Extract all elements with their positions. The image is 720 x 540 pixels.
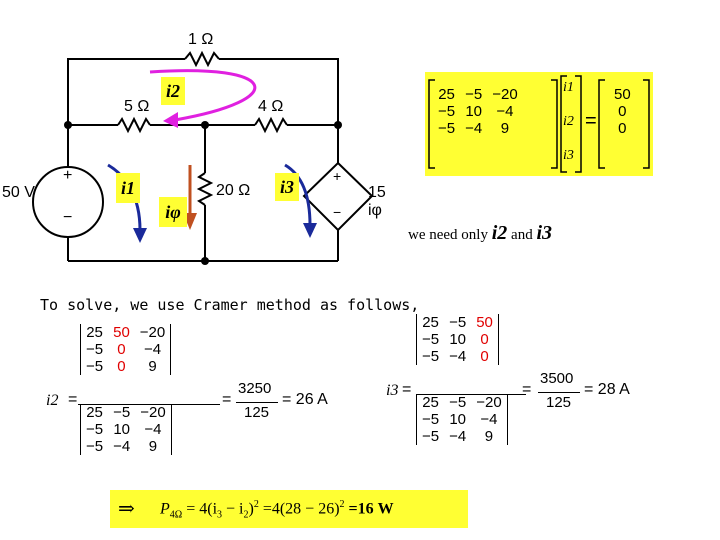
power-sub3: 3 — [217, 509, 223, 521]
power-expr2: =4(28 − 26) — [258, 500, 340, 518]
i2-frac-den: 125 — [244, 404, 270, 421]
power-expression: P4Ω = 4(i3 − i2)2 =4(28 − 26)2 =16 W — [160, 499, 394, 521]
circuit-diagram: 1 Ω 5 Ω 4 Ω 20 Ω 50 V 15 iφ + − + − i2 i… — [0, 25, 400, 270]
i3-frac-num: 3500 — [540, 370, 574, 387]
voltage-source-circle — [32, 166, 104, 238]
unknown-i2: i2 — [563, 114, 574, 129]
dep-source-minus-sign: − — [333, 204, 342, 220]
circuit-wiring — [32, 50, 374, 265]
resistor-1ohm-label: 1 Ω — [188, 31, 214, 48]
matrix-equals: = — [585, 110, 597, 132]
source-minus-sign: − — [63, 209, 73, 226]
resistor-20ohm-label: 20 Ω — [216, 182, 251, 199]
matrix-brackets — [428, 75, 650, 173]
i2-eq2: = — [222, 391, 232, 408]
i3-lhs: i3 — [386, 382, 399, 399]
i3-eq2: = — [522, 381, 532, 398]
note-i2: i2 — [491, 222, 508, 244]
i2-frac2-line — [236, 402, 278, 403]
iphi-label: iφ — [159, 197, 187, 227]
note-and: and — [507, 227, 537, 243]
power-expr1: = 4(i — [186, 500, 218, 518]
dep-source-plus-sign: + — [333, 168, 342, 184]
power-minus: − i — [222, 500, 244, 518]
power-final: =16 W — [344, 500, 394, 518]
unknown-i1: i1 — [563, 80, 574, 95]
note-text: we need only i2 and i3 — [408, 222, 552, 245]
power-symbol: P — [160, 500, 170, 518]
intro-text: To solve, we use Cramer method as follow… — [40, 296, 420, 314]
i2-loop-arrow — [149, 69, 257, 122]
power-sq: 2 — [253, 499, 259, 510]
resistor-5ohm-label: 5 Ω — [124, 98, 150, 115]
unknown-i3: i3 — [563, 148, 574, 163]
resistor-4ohm-label: 4 Ω — [258, 98, 284, 115]
i3-eq: = — [402, 381, 412, 398]
i2-frac-num: 3250 — [238, 380, 272, 397]
voltage-source-label: 50 V — [2, 184, 35, 201]
power-sub: 4Ω — [169, 509, 183, 521]
implies-arrow: ⇒ — [118, 496, 135, 520]
i2-lhs: i2 — [46, 392, 59, 409]
i1-label: i1 — [116, 173, 140, 203]
dependent-source-diamond — [302, 161, 374, 232]
i2-frac-line — [78, 404, 220, 405]
i2-label: i2 — [161, 77, 185, 105]
note-i3: i3 — [536, 222, 553, 244]
i3-loop-arrow — [284, 163, 312, 226]
rhs-vector: 50 0 0 — [614, 86, 631, 137]
i3-frac-den: 125 — [546, 394, 572, 411]
power-sub2: 2 — [243, 509, 249, 521]
i2-result: = 26 A — [282, 391, 328, 408]
note-prefix: we need only — [408, 227, 492, 243]
i3-result: = 28 A — [584, 381, 630, 398]
i3-label: i3 — [275, 173, 299, 201]
i2-eq: = — [68, 391, 78, 408]
power-close: ) — [248, 500, 254, 518]
source-plus-sign: + — [63, 167, 73, 184]
power-sq2: 2 — [339, 499, 345, 510]
i3-frac-line — [416, 394, 526, 395]
i3-frac2-line — [538, 392, 580, 393]
power-result: ⇒ P4Ω = 4(i3 − i2)2 =4(28 − 26)2 =16 W — [110, 490, 468, 528]
dependent-source-label: 15 iφ — [368, 184, 386, 219]
